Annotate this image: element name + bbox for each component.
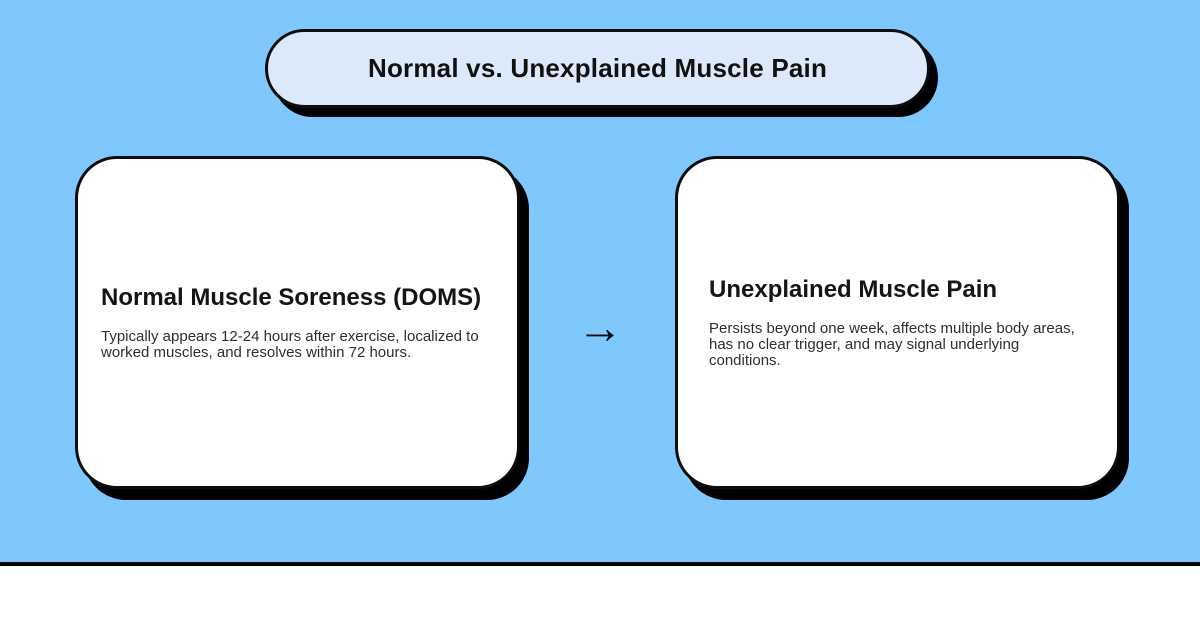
card-heading-unexplained-pain: Unexplained Muscle Pain xyxy=(709,276,998,304)
card-unexplained-muscle-pain: Unexplained Muscle Pain Persists beyond … xyxy=(675,156,1120,489)
page-title: Normal vs. Unexplained Muscle Pain xyxy=(367,53,828,83)
card-body-unexplained-pain: Persists beyond one week, affects multip… xyxy=(709,319,1075,369)
right-arrow-icon: → xyxy=(577,301,623,353)
card-body-normal-soreness: Typically appears 12-24 hours after exer… xyxy=(101,327,479,361)
title-banner: Normal vs. Unexplained Muscle Pain xyxy=(265,29,930,108)
card-heading-normal-soreness: Normal Muscle Soreness (DOMS) xyxy=(101,284,482,312)
footer-strip xyxy=(0,562,1200,630)
card-normal-muscle-soreness: Normal Muscle Soreness (DOMS) Typically … xyxy=(75,156,520,489)
